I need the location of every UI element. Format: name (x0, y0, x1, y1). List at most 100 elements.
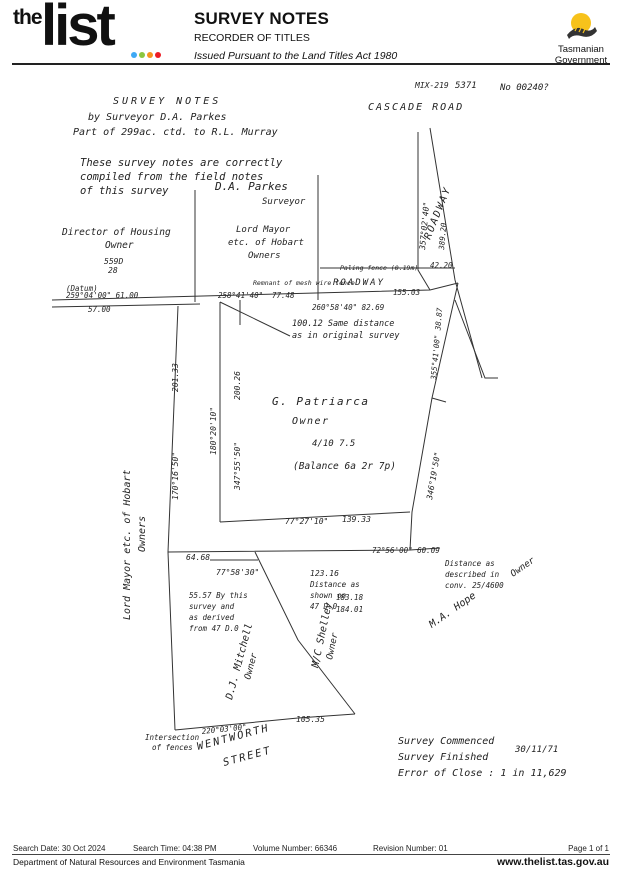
wentworth-street-line (174, 713, 356, 731)
distance-described-2: described in (445, 570, 500, 579)
roadway-label: ROADWAY (333, 278, 385, 288)
intersection-note-1: Intersection (145, 733, 200, 742)
this-survey-4: from 47 D.0 (189, 624, 239, 633)
distance-123: 123.16 (310, 569, 339, 578)
logo-dots (131, 52, 161, 58)
bearing-357: 357°02'40" (418, 201, 431, 251)
cert-line2: compiled from the field notes (80, 171, 263, 183)
search-time: Search Time: 04:38 PM (133, 844, 217, 853)
director-ref: 559D (104, 257, 123, 266)
logo-dot (155, 52, 161, 58)
director-ref2: 28 (108, 266, 118, 275)
lord-mayor-west-owners: Owners (137, 516, 148, 552)
director-of-housing: Director of Housing (61, 227, 171, 238)
survey-plan-drawing: MIX-219 5371 No 00240? SURVEY NOTES by S… (51, 81, 567, 779)
stamp-number-left: 5371 (455, 81, 477, 91)
plan-heading: SURVEY NOTES (113, 96, 221, 107)
revision-number: Revision Number: 01 (373, 844, 448, 853)
distance-64: 64.68 (186, 553, 210, 562)
stamp-code: MIX-219 (414, 81, 449, 90)
distance-42: 42.20 (430, 261, 453, 270)
distance-201: 201.33 (171, 363, 180, 392)
distance-105: 105.35 (296, 715, 325, 724)
intersection-note-2: of fences (152, 743, 193, 752)
distance-200: 200.26 (233, 371, 242, 400)
paling-fence-note: Paling fence (0.19m) (340, 264, 418, 272)
south-lot-line (219, 511, 411, 523)
access-line-east (429, 127, 483, 379)
bearing-355: 355°41'00" 38.87 (429, 307, 444, 381)
distance-described-1: Distance as (444, 559, 495, 568)
hope-owner-label: Owner (509, 555, 537, 579)
bearing-347: 347°55'50" (233, 442, 242, 491)
tasmanian-tiger-icon (567, 13, 597, 39)
bearing-346: 346°19'50" (425, 451, 442, 501)
same-distance-1: 100.12 Same distance (292, 319, 394, 329)
lord-mayor-north-2: etc. of Hobart (228, 238, 304, 248)
distance-shown-3: 47 D.0 (310, 602, 338, 611)
street-label: STREET (222, 744, 273, 769)
access-line-west (417, 132, 431, 291)
logo-the-text: the (13, 6, 42, 29)
distance-described-3: conv. 25/4600 (445, 581, 504, 590)
balance-area: (Balance 6a 2r 7p) (293, 461, 396, 472)
north-offset-line (51, 303, 201, 308)
fence-east-lower (454, 299, 498, 379)
logo-dot (139, 52, 145, 58)
inner-diagonal-line (219, 301, 291, 337)
bearing-mid: 260°58'40" 82.69 (312, 303, 385, 312)
south-fence-line (167, 547, 441, 553)
east-boundary-line (409, 282, 459, 551)
distance-shown-2: shown on (310, 591, 347, 600)
owner-area: 4/10 7.5 (312, 439, 355, 449)
cert-role: Surveyor (262, 197, 306, 207)
cert-line1: These survey notes are correctly (80, 157, 283, 169)
page-number: Page 1 of 1 (568, 844, 609, 853)
issued-pursuant-text: Issued Pursuant to the Land Titles Act 1… (194, 50, 398, 62)
datum-bearing: 259°04'00" 61.00 (66, 291, 139, 300)
distance-139: 139.33 (342, 515, 371, 524)
survey-commenced: Survey Commenced (398, 736, 495, 747)
east-boundary-offset (431, 397, 447, 403)
bearing-77b: 77°58'30" (216, 568, 259, 577)
bearing-top-1: 258°41'40" (218, 291, 263, 300)
tasmanian-government-logo: Tasmanian Government (548, 9, 614, 66)
logo-dot (147, 52, 153, 58)
survey-finished: Survey Finished (398, 752, 489, 763)
volume-number: Volume Number: 66346 (253, 844, 338, 853)
stamp-number-right: No 00240? (499, 83, 549, 93)
bearing-180: 180°20'10" (209, 407, 218, 455)
cert-signature: D.A. Parkes (214, 180, 288, 193)
cert-line3: of this survey (80, 185, 169, 197)
logo-list-text: list (41, 0, 116, 58)
director-owner: Owner (105, 240, 134, 251)
bearing-77: 77°27'10" (285, 517, 328, 526)
department-name: Department of Natural Resources and Envi… (13, 857, 245, 867)
header-divider (12, 63, 610, 65)
thelist-logo: the list (13, 0, 161, 60)
logo-dot (131, 52, 137, 58)
gov-line2: Government (554, 55, 608, 66)
datum-label: (Datum) (66, 284, 98, 293)
distance-184: 184.01 (336, 605, 363, 614)
bearing-72: 72°56'00" 60.09 (372, 546, 440, 555)
search-date: Search Date: 30 Oct 2024 (13, 844, 106, 853)
distance-shown-1: Distance as (309, 580, 360, 589)
owner-label: Owner (292, 416, 330, 427)
document-title: SURVEY NOTES (194, 9, 329, 28)
website-link[interactable]: www.thelist.tas.gov.au (496, 856, 609, 868)
hope-owner-name: M.A. Hope (427, 590, 479, 631)
this-survey-1: 55.57 By this (189, 591, 248, 600)
cascade-road-label: CASCADE ROAD (368, 102, 464, 113)
this-survey-3: as derived (189, 613, 235, 622)
same-distance-2: as in original survey (292, 331, 400, 341)
lord-mayor-north-1: Lord Mayor (236, 225, 291, 235)
gov-line1: Tasmanian (558, 44, 604, 55)
owner-name: G. Patriarca (272, 395, 369, 408)
lord-mayor-west: Lord Mayor etc. of Hobart (122, 469, 133, 620)
this-survey-2: survey and (189, 602, 235, 611)
plan-part-of: Part of 299ac. ctd. to R.L. Murray (73, 127, 278, 138)
distance-155: 155.03 (393, 288, 421, 297)
document-subtitle: RECORDER OF TITLES (194, 32, 310, 44)
survey-plan: MIX-219 5371 No 00240? SURVEY NOTES by S… (0, 68, 622, 868)
